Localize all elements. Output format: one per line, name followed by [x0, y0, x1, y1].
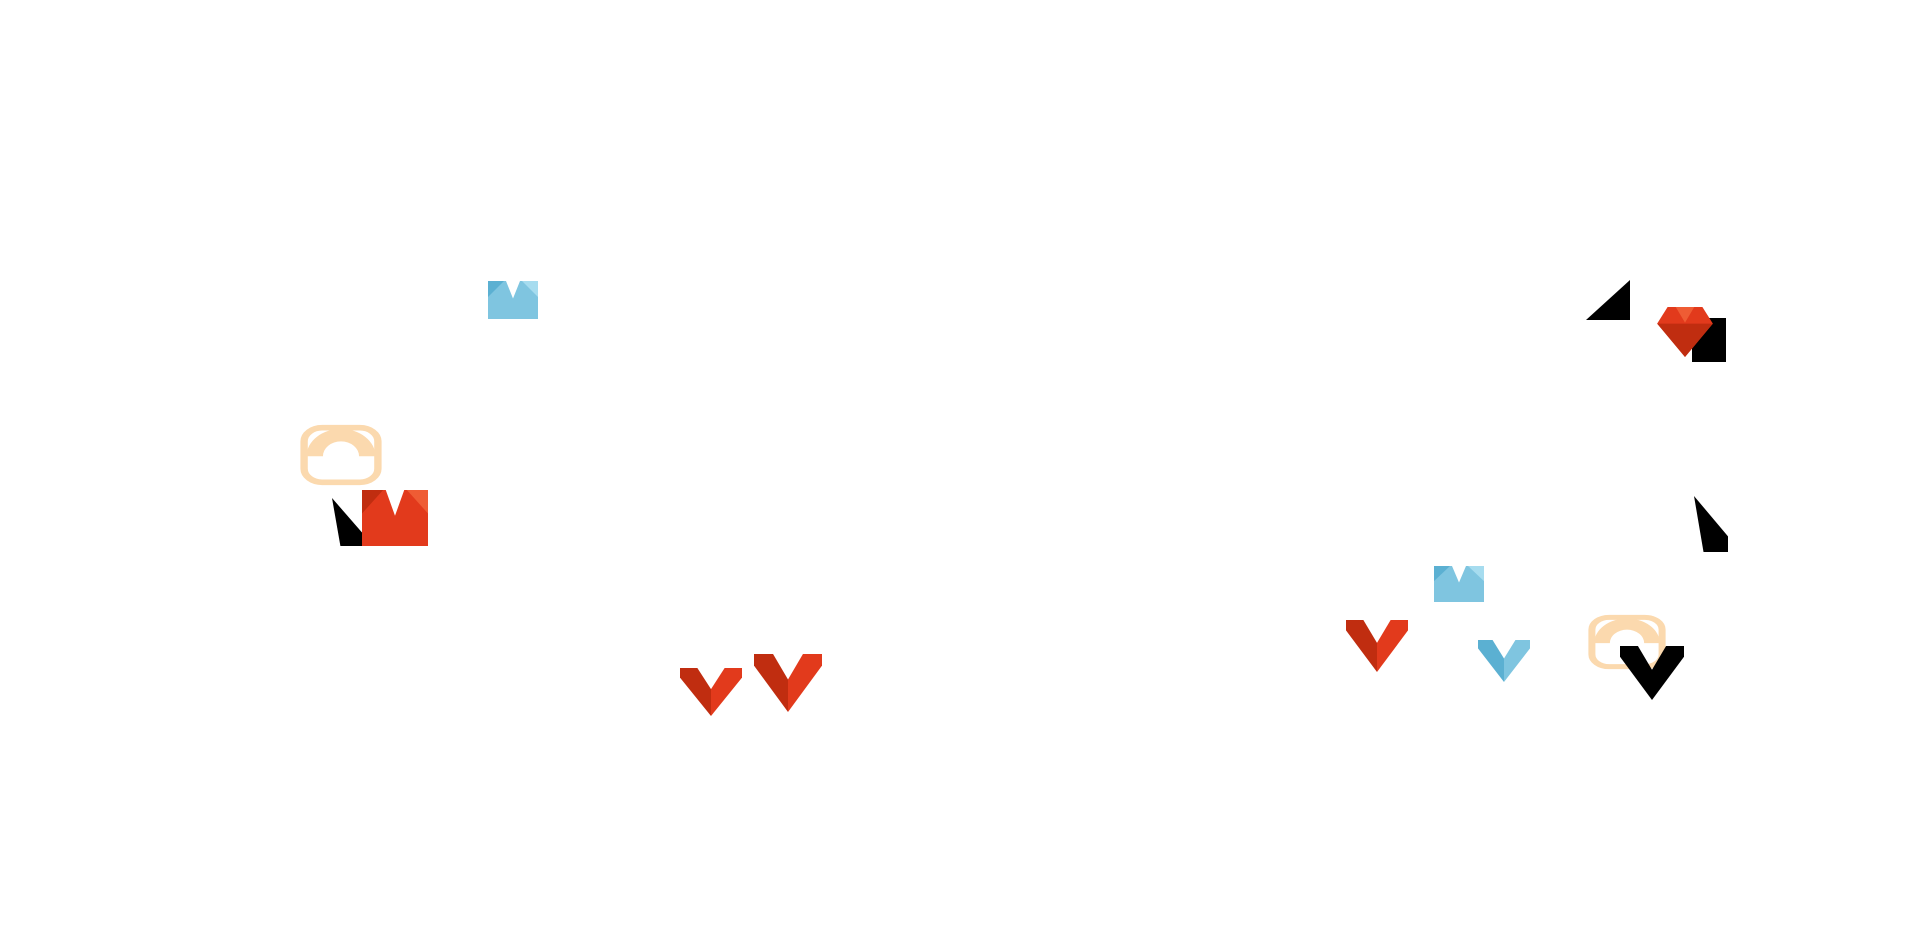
peach-blob-2-icon[interactable]	[1588, 614, 1666, 670]
red-gem-pavilion-1-icon[interactable]	[1346, 620, 1408, 672]
shard-a-shape	[1586, 280, 1630, 320]
blob-shape	[1588, 614, 1666, 670]
blue-gem-crown-1-icon[interactable]	[488, 281, 538, 319]
pavilion-shape	[754, 654, 822, 712]
crown-shape	[362, 490, 428, 546]
red-gem-pavilion-2-icon[interactable]	[680, 668, 742, 716]
pavilion-shape	[680, 668, 742, 716]
shard-b-shape	[1694, 496, 1728, 552]
crown-shape	[1434, 566, 1484, 602]
black-gem-pavilion-1-icon[interactable]	[1620, 646, 1684, 700]
blue-gem-pavilion-1-icon[interactable]	[1478, 640, 1530, 682]
black-shard-1-icon[interactable]	[1586, 280, 1630, 320]
red-gem-crown-1-icon[interactable]	[362, 490, 428, 546]
blue-gem-crown-2-icon[interactable]	[1434, 566, 1484, 602]
peach-blob-1-icon[interactable]	[300, 424, 382, 486]
black-shard-3-icon[interactable]	[1694, 496, 1728, 552]
pavilion-shape	[1346, 620, 1408, 672]
black-shard-2-icon[interactable]	[332, 498, 362, 546]
red-ruby-gem-1-icon[interactable]	[1656, 306, 1714, 358]
crown-shape	[488, 281, 538, 319]
red-gem-pavilion-3-icon[interactable]	[754, 654, 822, 712]
pavilion-shape	[1478, 640, 1530, 682]
blob-shape	[300, 424, 382, 486]
pavilion-shape	[1620, 646, 1684, 700]
ruby-shape	[1657, 307, 1713, 357]
shard-b-shape	[332, 498, 362, 546]
